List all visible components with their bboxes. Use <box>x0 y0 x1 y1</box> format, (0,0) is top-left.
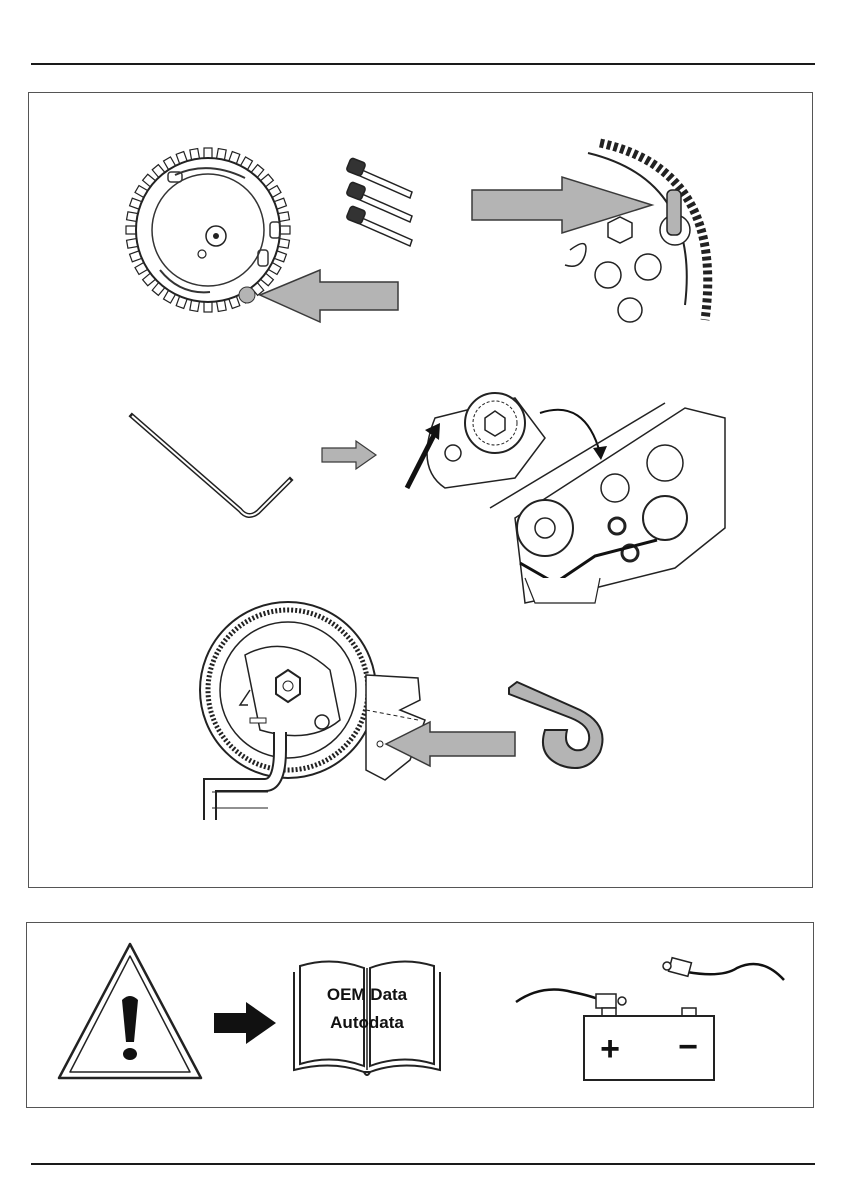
allen-key-illustration <box>130 410 300 530</box>
book-title-line-2: Autodata <box>330 1013 404 1032</box>
arrow-right-icon-small <box>320 440 380 470</box>
locking-pins-illustration <box>340 150 430 250</box>
book-title-line-1: OEM Data <box>327 985 408 1004</box>
arrow-left-icon <box>260 270 398 322</box>
tensioner-locking-tool-illustration <box>505 680 615 775</box>
header-rule <box>31 63 815 65</box>
battery-minus-sign: − <box>678 1028 698 1066</box>
warning-triangle-icon <box>55 940 205 1085</box>
arrow-right-icon <box>212 1000 278 1046</box>
footer-rule <box>31 1163 815 1165</box>
timing-belt-tensioner-illustration <box>190 610 530 825</box>
battery-plus-sign: + <box>600 1030 620 1068</box>
pin-hole-marker <box>239 287 255 303</box>
auxiliary-belt-tensioner-illustration <box>395 378 735 608</box>
manual-book-icon: OEM Data Autodata <box>292 948 442 1078</box>
battery-disconnect-icon: + − <box>512 948 792 1083</box>
sprocket-locked-illustration <box>470 135 730 335</box>
